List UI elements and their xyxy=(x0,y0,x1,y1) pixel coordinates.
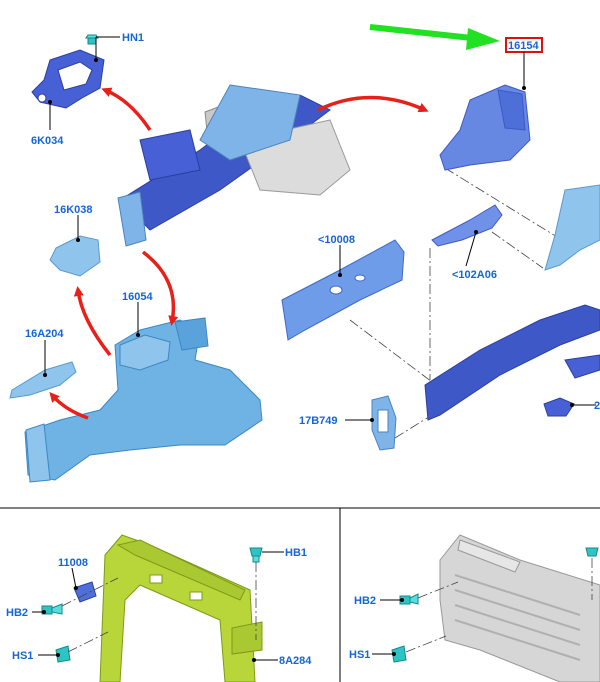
front-side-member-assembly[interactable] xyxy=(117,84,351,247)
top-panel-labels: HN1 6K034 16154 16K038 16054 16A204 <100… xyxy=(25,32,600,427)
screw-fastener-top-right[interactable] xyxy=(585,547,599,557)
label-6k034: 6K034 xyxy=(31,135,64,147)
bracket-17b749[interactable] xyxy=(371,395,397,451)
bottom-right-leader-lines xyxy=(372,558,593,656)
apron-panel-16154[interactable] xyxy=(439,84,531,171)
green-pointer-arrow xyxy=(369,24,500,50)
reinforcement-10008[interactable] xyxy=(281,239,405,341)
partial-part-right[interactable] xyxy=(544,184,600,271)
label-11008: 11008 xyxy=(58,557,88,569)
bracket-6k034[interactable] xyxy=(31,49,105,109)
label-hb2-left: HB2 xyxy=(6,607,28,619)
red-curved-arrows xyxy=(49,87,429,420)
screw-fastener-hb2-left[interactable] xyxy=(41,603,63,615)
label-hs1-left: HS1 xyxy=(12,650,33,662)
label-hb2-right: HB2 xyxy=(354,595,376,607)
front-structure-16054[interactable] xyxy=(24,317,263,483)
label-102a06: <102A06 xyxy=(452,269,497,281)
label-hn1: HN1 xyxy=(122,32,144,44)
leader-lines xyxy=(43,36,596,422)
label-16a204: 16A204 xyxy=(25,328,64,340)
screw-fastener-hs1-right[interactable] xyxy=(391,645,407,663)
radiator-assembly-gray[interactable] xyxy=(439,534,600,682)
screw-fastener-hs1-left[interactable] xyxy=(55,645,71,663)
label-10008: <10008 xyxy=(318,234,355,246)
label-2-cut: 2 xyxy=(594,400,600,412)
side-rail-long[interactable] xyxy=(424,304,600,421)
bottom-right-labels: HB2 HS1 xyxy=(349,595,376,661)
label-hb1: HB1 xyxy=(285,547,307,559)
label-16154: 16154 xyxy=(508,40,539,52)
label-16054: 16054 xyxy=(122,291,153,303)
bottom-left-labels: 11008 HB2 HS1 HB1 8A284 xyxy=(6,547,312,667)
label-17b749: 17B749 xyxy=(299,415,338,427)
screw-fastener-hb1[interactable] xyxy=(249,547,263,563)
label-8a284: 8A284 xyxy=(279,655,312,667)
bottom-left-leader-lines xyxy=(32,551,284,662)
label-16k038: 16K038 xyxy=(54,204,93,216)
bushing-11008[interactable] xyxy=(73,581,97,603)
bracket-16a204[interactable] xyxy=(9,361,77,399)
bracket-102a06[interactable] xyxy=(431,204,503,247)
bracket-16k038[interactable] xyxy=(49,235,101,277)
radiator-support-yellow[interactable] xyxy=(99,534,263,682)
clip-fastener-hn1[interactable] xyxy=(85,34,99,45)
label-hs1-right: HS1 xyxy=(349,649,370,661)
